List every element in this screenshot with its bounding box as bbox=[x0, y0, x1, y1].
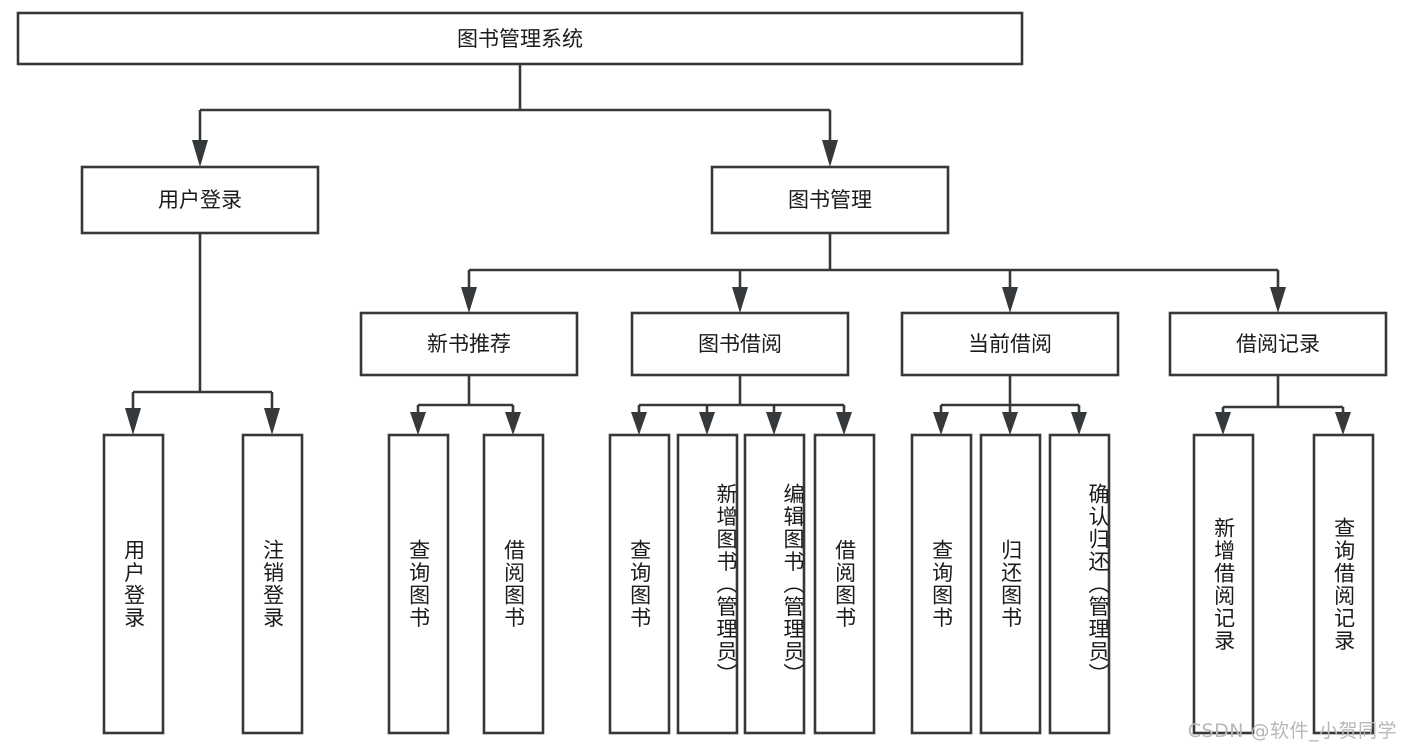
edge-group-book-mgmt-to-level3 bbox=[461, 233, 1286, 313]
node-current-borrow[interactable]: 当前借阅 bbox=[900, 311, 1120, 377]
arrowhead-leaf-logout bbox=[264, 408, 280, 435]
edge-group-new-book-rec-to-leaves bbox=[410, 375, 521, 435]
arrowhead-book-borrow bbox=[732, 287, 748, 313]
node-book-borrow-label: 图书借阅 bbox=[698, 332, 782, 356]
node-borrow-record-box[interactable] bbox=[1168, 311, 1388, 377]
leaf-boxes bbox=[102, 433, 1375, 735]
node-book-management-label: 图书管理 bbox=[788, 188, 872, 212]
node-book-management-box[interactable] bbox=[710, 165, 950, 235]
arrowhead-leaf-borrow-book-1 bbox=[505, 412, 521, 435]
leaf-confirm-return-box[interactable] bbox=[1048, 433, 1111, 735]
arrowhead-borrow-record bbox=[1270, 287, 1286, 313]
arrowhead-leaf-query-record bbox=[1335, 412, 1351, 435]
node-current-borrow-box[interactable] bbox=[900, 311, 1120, 377]
arrowhead-book-management bbox=[822, 140, 838, 167]
edge-group-root-to-level2 bbox=[192, 64, 838, 167]
node-book-borrow-box[interactable] bbox=[630, 311, 850, 377]
leaf-query-book-3-box[interactable] bbox=[910, 433, 973, 735]
leaf-query-book-2-box[interactable] bbox=[608, 433, 671, 735]
edge-group-current-borrow-to-leaves bbox=[933, 375, 1087, 435]
node-current-borrow-label: 当前借阅 bbox=[968, 332, 1052, 356]
arrowhead-leaf-return-book bbox=[1002, 412, 1018, 435]
leaf-add-record-box[interactable] bbox=[1192, 433, 1255, 735]
leaf-query-book-1-box[interactable] bbox=[387, 433, 450, 735]
arrowhead-leaf-query-book-1 bbox=[410, 412, 426, 435]
arrowhead-current-borrow bbox=[1002, 287, 1018, 313]
arrowhead-leaf-borrow-book-2 bbox=[836, 412, 852, 435]
arrowhead-leaf-user-login bbox=[125, 408, 141, 435]
node-book-borrow[interactable]: 图书借阅 bbox=[630, 311, 850, 377]
node-root[interactable]: 图书管理系统 bbox=[16, 11, 1024, 66]
node-user-login[interactable]: 用户登录 bbox=[80, 165, 320, 235]
arrowhead-leaf-query-book-3 bbox=[933, 412, 949, 435]
edge-group-borrow-record-to-leaves bbox=[1215, 375, 1351, 435]
node-user-login-label: 用户登录 bbox=[158, 188, 242, 212]
leaf-add-book-box[interactable] bbox=[676, 433, 739, 735]
node-book-management[interactable]: 图书管理 bbox=[710, 165, 950, 235]
arrowhead-leaf-query-book-2 bbox=[631, 412, 647, 435]
leaf-borrow-book-2-box[interactable] bbox=[813, 433, 876, 735]
arrowhead-leaf-add-record bbox=[1215, 412, 1231, 435]
arrowhead-leaf-edit-book bbox=[766, 412, 782, 435]
leaf-return-book-box[interactable] bbox=[979, 433, 1042, 735]
edge-group-book-borrow-to-leaves bbox=[631, 375, 852, 435]
arrowhead-leaf-add-book bbox=[699, 412, 715, 435]
leaf-edit-book-box[interactable] bbox=[743, 433, 806, 735]
node-borrow-record[interactable]: 借阅记录 bbox=[1168, 311, 1388, 377]
node-user-login-box[interactable] bbox=[80, 165, 320, 235]
arrowhead-user-login bbox=[192, 140, 208, 167]
node-root-box[interactable] bbox=[16, 11, 1024, 66]
leaf-user-login-box[interactable] bbox=[102, 433, 165, 735]
leaf-logout-box[interactable] bbox=[241, 433, 304, 735]
node-new-book-recommendation[interactable]: 新书推荐 bbox=[359, 311, 579, 377]
arrowhead-new-book-recommendation bbox=[461, 287, 477, 313]
node-borrow-record-label: 借阅记录 bbox=[1236, 332, 1320, 356]
edge-group-user-login-to-leaves bbox=[125, 233, 280, 435]
node-new-book-recommendation-box[interactable] bbox=[359, 311, 579, 377]
leaf-query-record-box[interactable] bbox=[1312, 433, 1375, 735]
leaf-borrow-book-1-box[interactable] bbox=[482, 433, 545, 735]
arrowhead-leaf-confirm-return bbox=[1071, 412, 1087, 435]
node-new-book-recommendation-label: 新书推荐 bbox=[427, 332, 511, 356]
csdn-watermark: CSDN @软件_小贺同学 bbox=[1187, 720, 1397, 742]
node-root-label: 图书管理系统 bbox=[457, 27, 583, 51]
